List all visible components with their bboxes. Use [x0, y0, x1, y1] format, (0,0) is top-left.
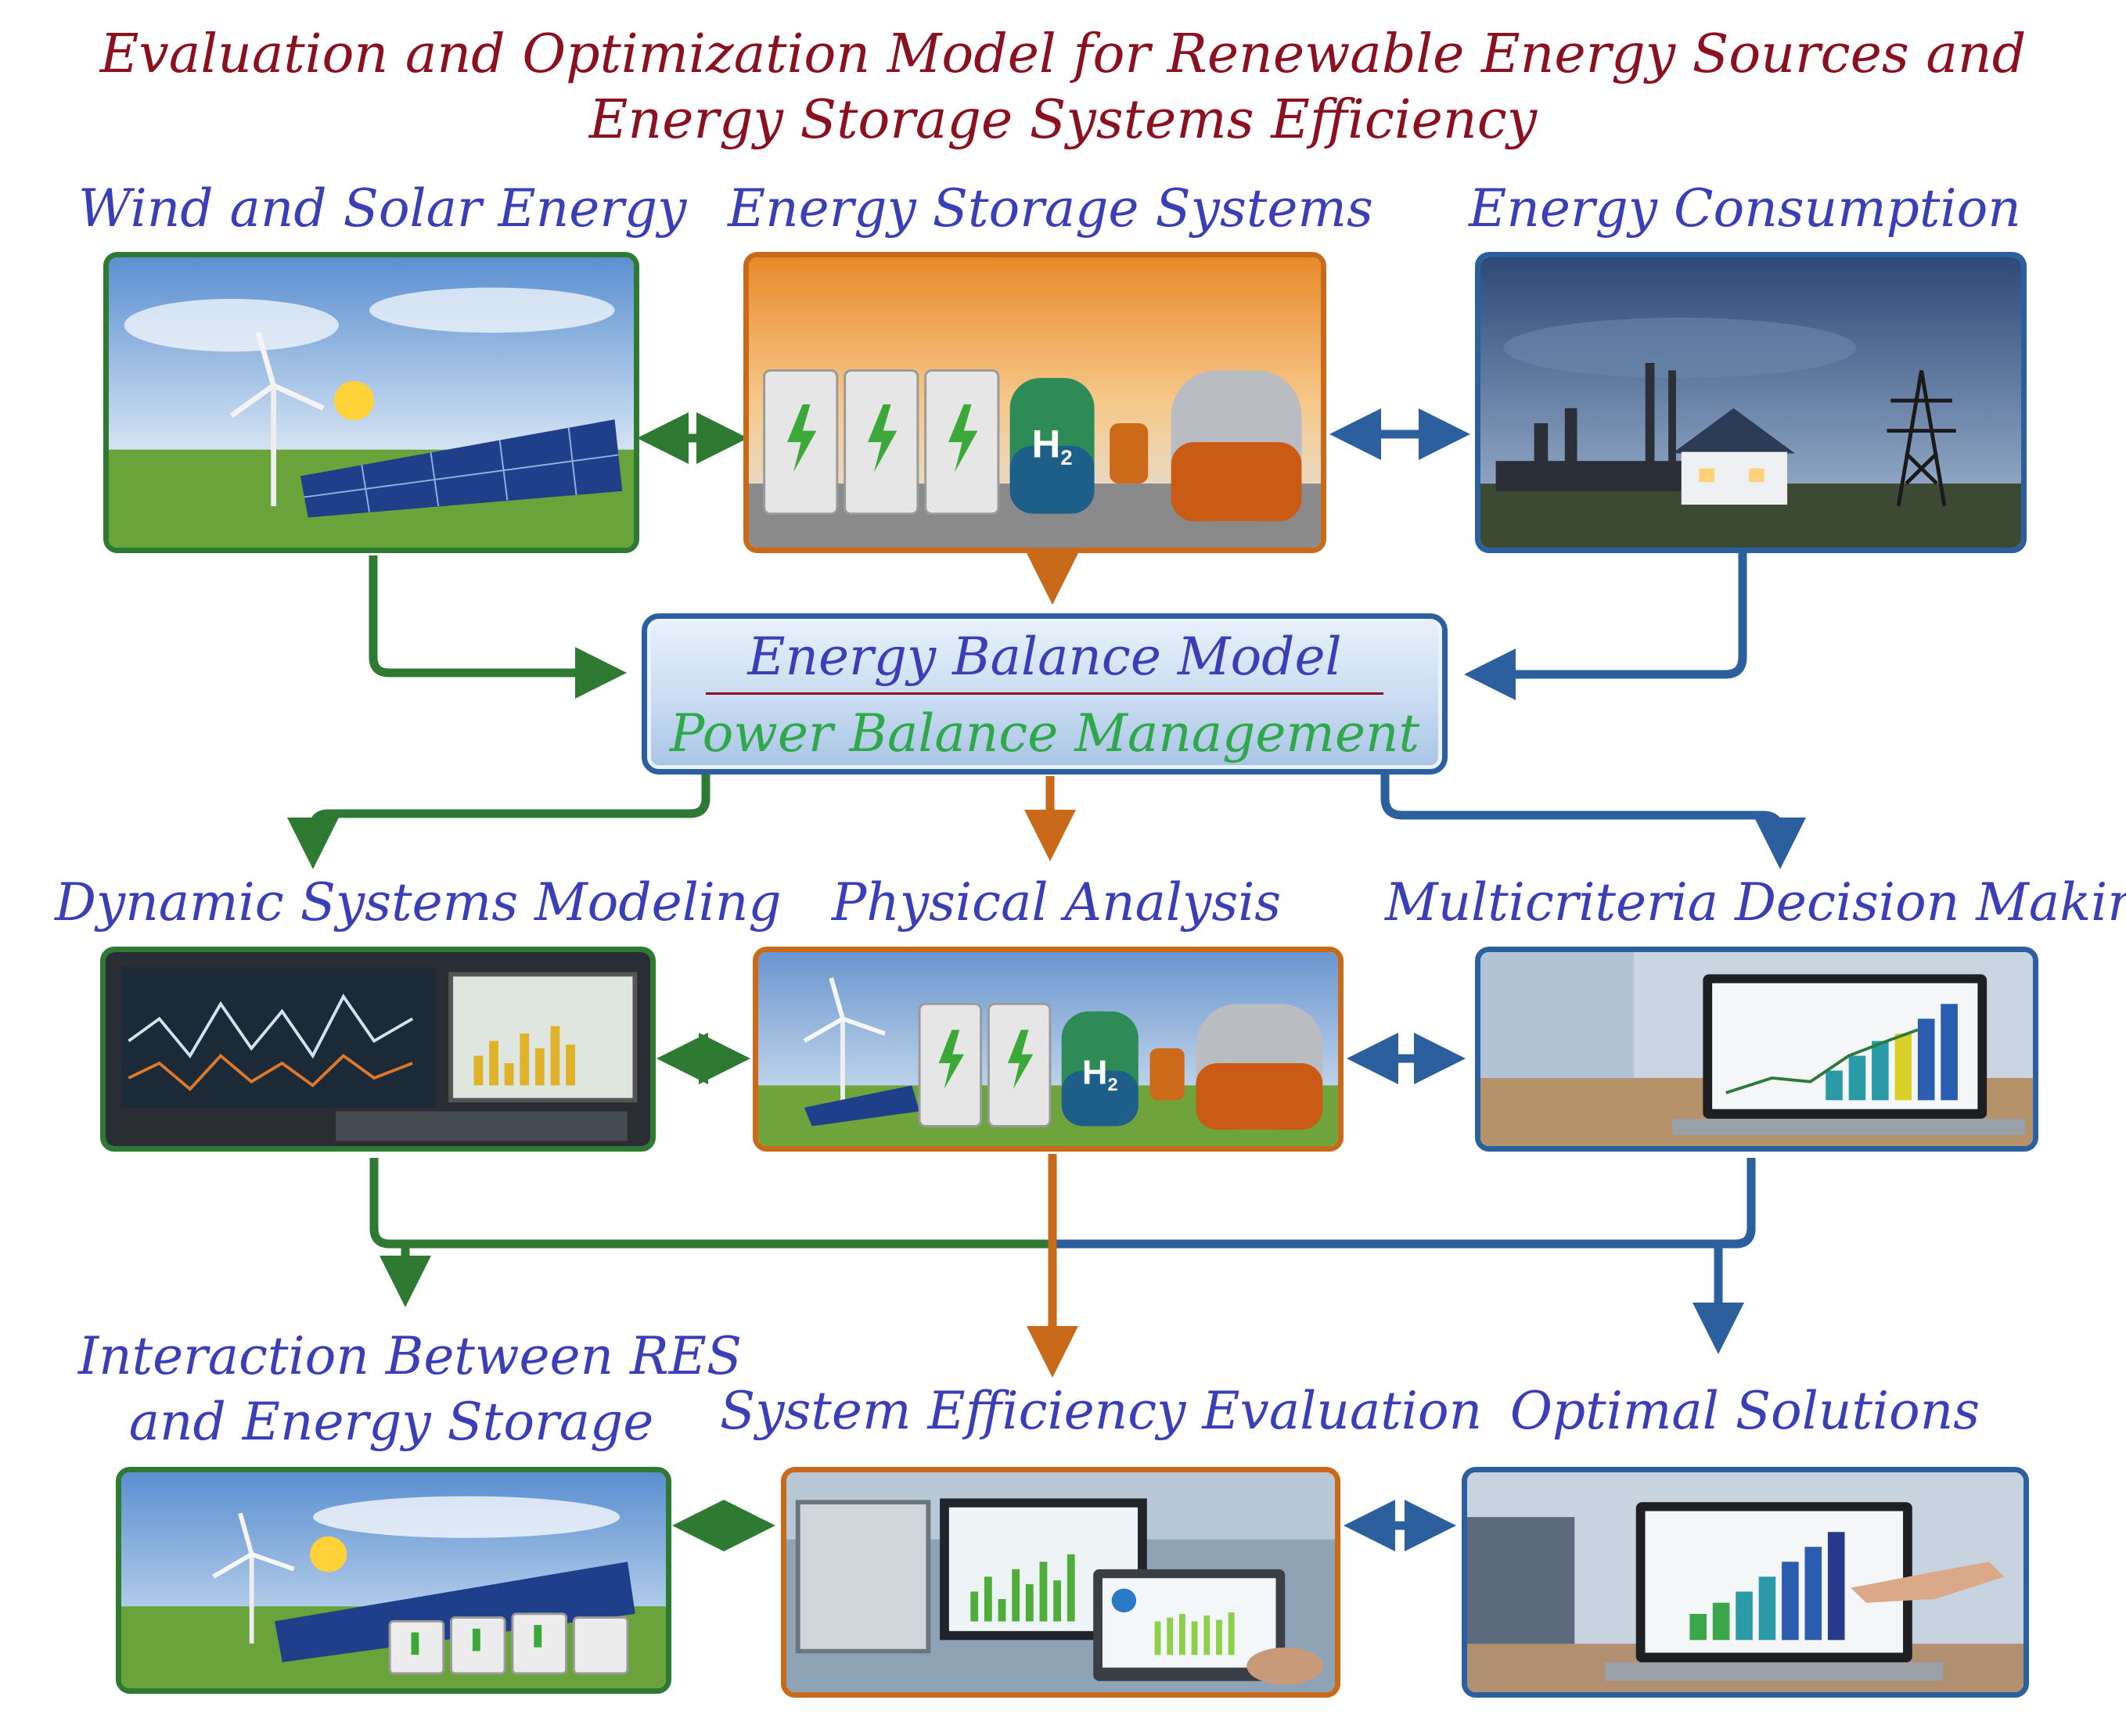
- label-interaction: Interaction Between RES and Energy Stora…: [78, 1324, 743, 1455]
- label-optimal-solutions: Optimal Solutions: [1509, 1381, 1980, 1441]
- arrow-balance-dynamic: [287, 775, 710, 869]
- mcdm-image: [1475, 947, 2038, 1152]
- arrow-wind-balance: [369, 555, 627, 699]
- dynamic-modeling-image: [100, 947, 656, 1152]
- wind-solar-image: [103, 252, 639, 553]
- title-line-1: Evaluation and Optimization Model for Re…: [99, 23, 2027, 85]
- storage-systems-image: H2: [743, 252, 1326, 553]
- label-wind-solar: Wind and Solar Energy: [78, 178, 687, 239]
- balance-divider: [706, 692, 1383, 695]
- label-physical-analysis: Physical Analysis: [831, 872, 1282, 933]
- diagram-title: Evaluation and Optimization Model for Re…: [0, 22, 2126, 153]
- efficiency-eval-image: [781, 1467, 1340, 1698]
- h2-label-2: H2: [1082, 1054, 1118, 1094]
- arrow-consumption-balance: [1464, 552, 1747, 700]
- label-efficiency-eval: System Efficiency Evaluation: [720, 1381, 1483, 1441]
- optimal-solutions-image: [1462, 1467, 2029, 1698]
- h2-label: H2: [1032, 422, 1073, 469]
- label-mcdm: Multicriteria Decision Making: [1385, 872, 2126, 933]
- label-consumption: Energy Consumption: [1469, 178, 2021, 239]
- label-interaction-line-1: Interaction Between RES: [78, 1326, 743, 1386]
- label-interaction-line-2: and Energy Storage: [128, 1392, 654, 1452]
- energy-balance-box: Energy Balance Model Power Balance Manag…: [642, 613, 1448, 775]
- physical-analysis-image: H2: [753, 947, 1344, 1152]
- title-line-2: Energy Storage Systems Efficiency: [588, 89, 1538, 151]
- label-dynamic-modeling: Dynamic Systems Modeling: [55, 872, 782, 933]
- label-storage-systems: Energy Storage Systems: [728, 178, 1373, 239]
- bus-line: [369, 1158, 1756, 1249]
- arrow-balance-mcdm: [1380, 775, 1806, 869]
- consumption-image: [1475, 252, 2027, 553]
- energy-balance-model-label: Energy Balance Model: [747, 627, 1342, 687]
- power-balance-management-label: Power Balance Management: [669, 703, 1420, 764]
- bus-line-blue: [1052, 1158, 1756, 1249]
- interaction-image: [116, 1467, 671, 1694]
